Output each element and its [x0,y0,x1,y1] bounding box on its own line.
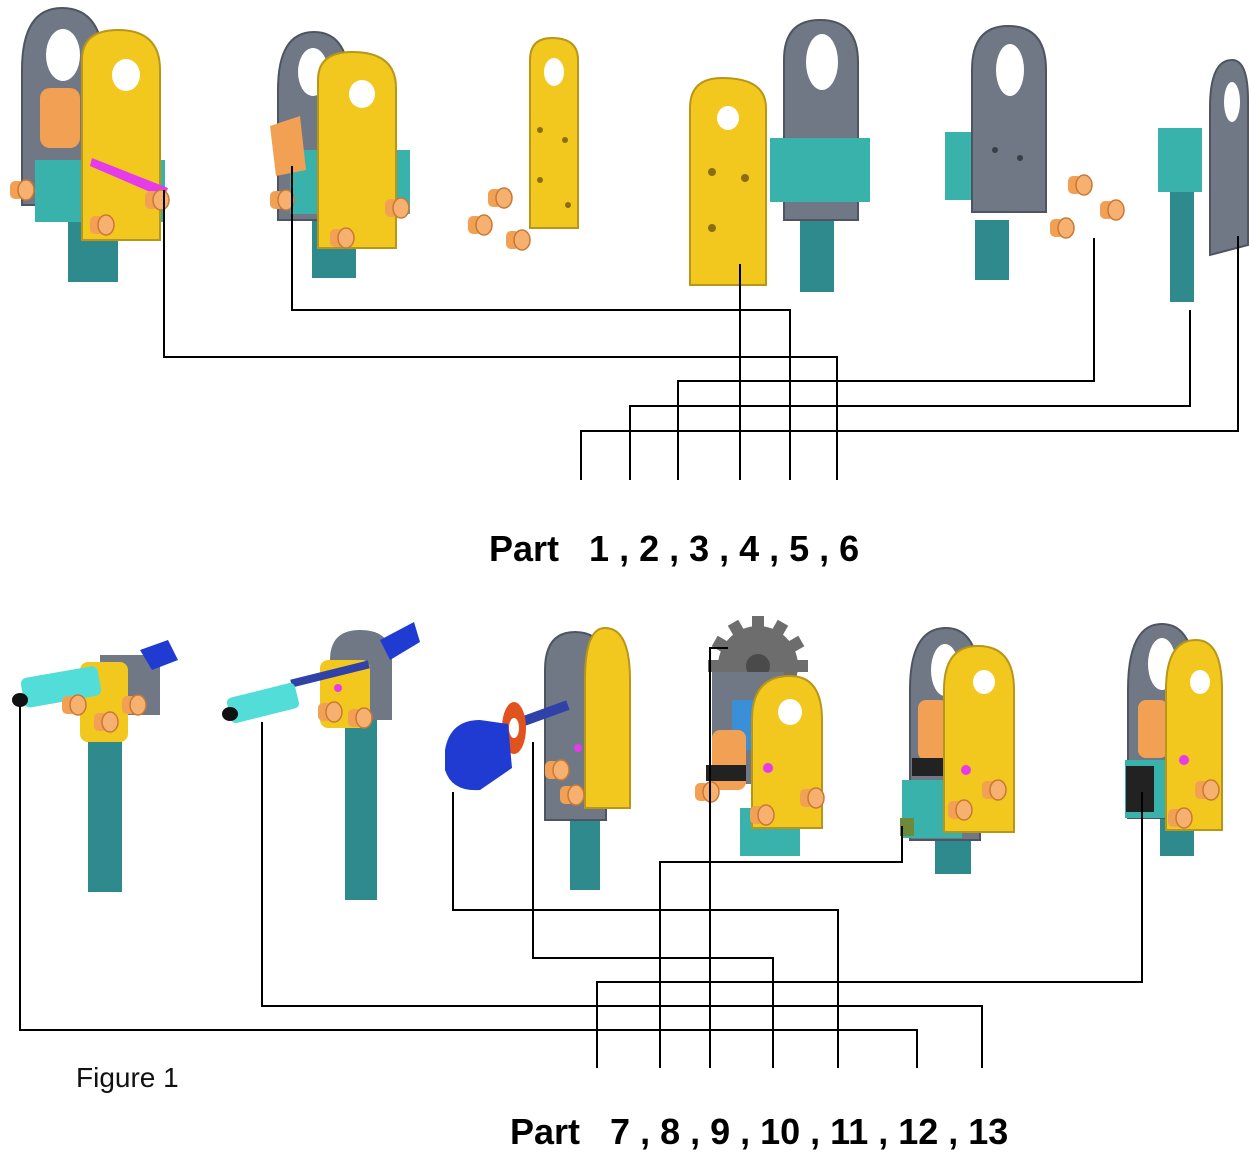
row1-assembly-with-pin [9,6,170,282]
row2-leader-lines [19,647,1143,1068]
assembly-diagram [9,6,1249,1068]
row2-assembly-final [1125,622,1223,856]
row2-part-numbers: 7 , 8 , 9 , 10 , 11 , 12 , 13 [610,1111,1009,1152]
row2-assembly-with-clip [900,626,1015,874]
row1-part-label: Part 1 , 2 , 3 , 4 , 5 , 6 [469,495,859,567]
row1-leader-lines [163,166,1239,480]
row2-assembly-with-blue-knob [445,626,631,890]
row1-exploded-front-plate [689,18,870,292]
row2-assembly-with-driver [12,640,178,892]
figure-caption: Figure 1 [76,1062,179,1093]
row2-part-label: Part 7 , 8 , 9 , 10 , 11 , 12 , 13 [490,1078,1008,1150]
row1-gray-plate-with-bolts [945,24,1125,280]
row2-assembly-with-gear [694,616,825,856]
row2-assembly-with-extension [222,622,420,900]
row1-part-numbers: 1 , 2 , 3 , 4 , 5 , 6 [589,528,860,569]
row1-yellow-plate-with-bolts [467,36,579,251]
row1-part-word: Part [489,528,560,569]
row2-part-word: Part [510,1111,581,1152]
row1-block-and-side-plate [1158,58,1249,302]
row1-assembly-without-pin [269,30,410,278]
